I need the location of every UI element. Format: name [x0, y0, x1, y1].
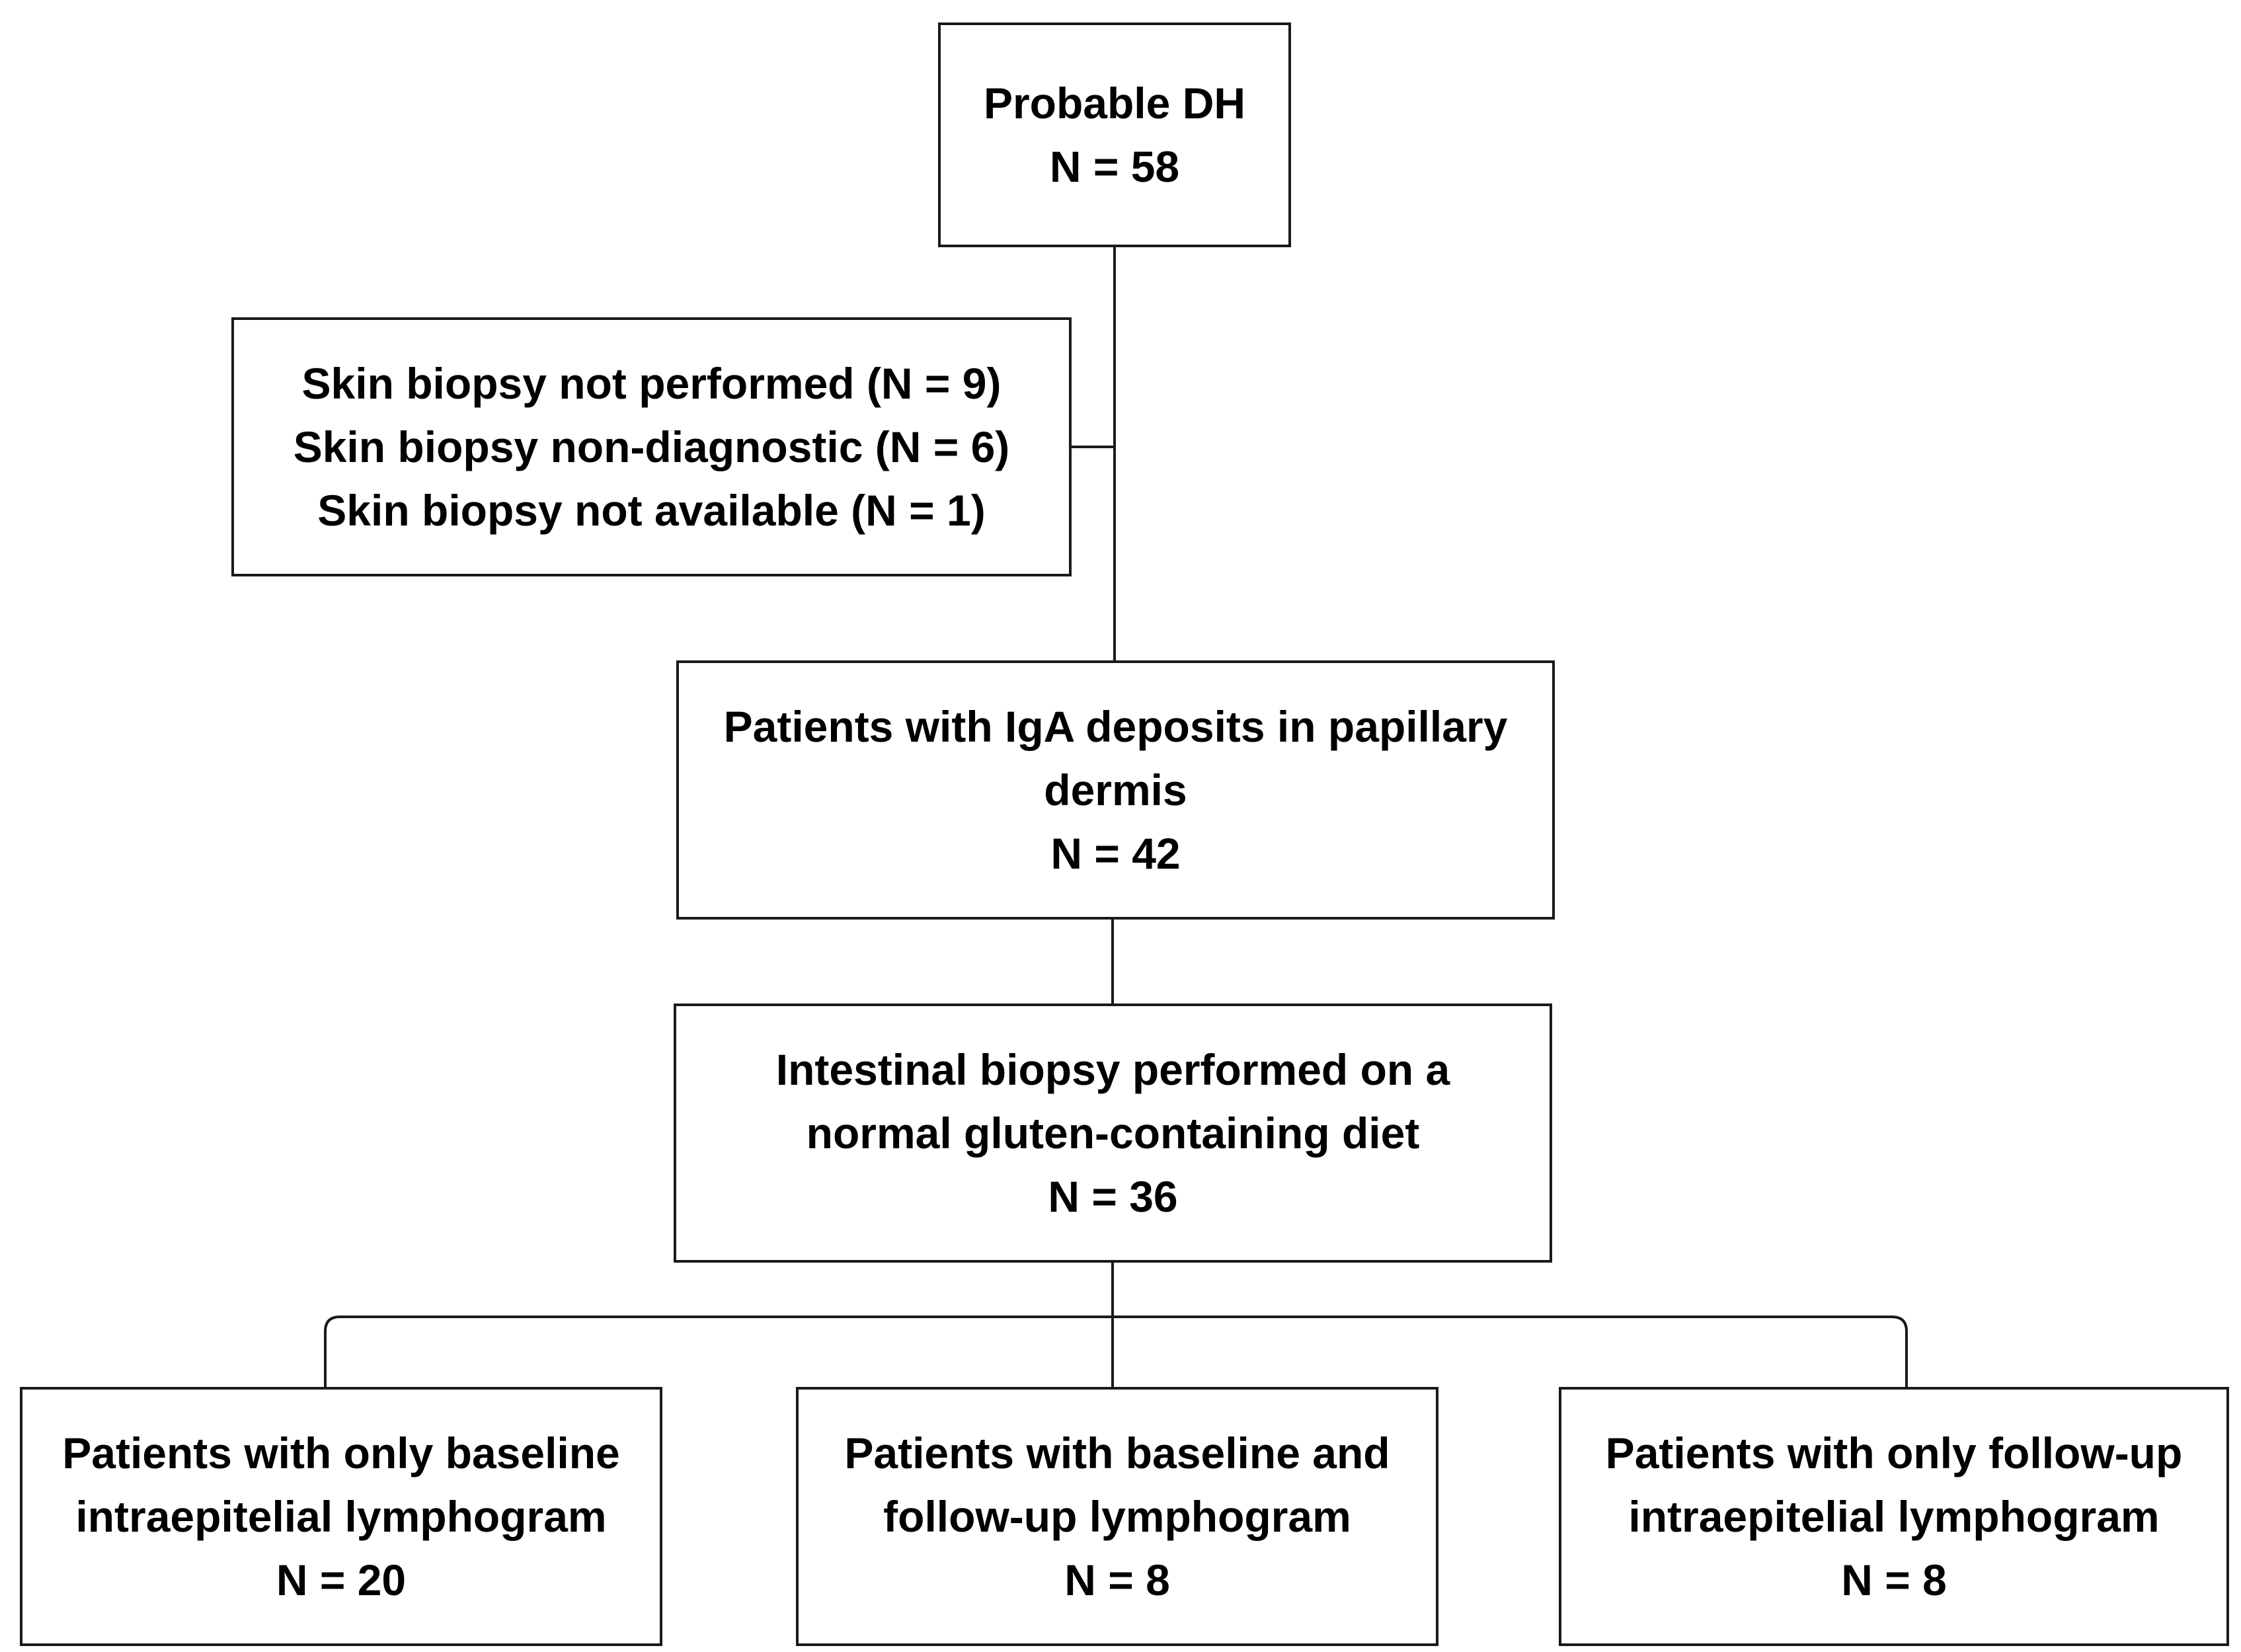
probable-dh-box: Probable DH N = 58 [938, 22, 1291, 247]
box-text-line: Intestinal biopsy performed on a [775, 1045, 1450, 1094]
box-count: N = 58 [1049, 142, 1180, 191]
baseline-only-box: Patients with only baseline intraepiteli… [20, 1387, 662, 1646]
box-text-line: Skin biopsy not available (N = 1) [317, 486, 986, 535]
box-text-line: Patients with only baseline [62, 1429, 620, 1477]
followup-only-box: Patients with only follow-up intraepitel… [1559, 1387, 2229, 1646]
box-text-line: dermis [1044, 766, 1187, 814]
box-text-line: intraepitelial lymphogram [75, 1492, 607, 1541]
box-text-line: Patients with only follow-up [1605, 1429, 2183, 1477]
box-count: N = 20 [276, 1555, 407, 1604]
box-text-line: intraepitelial lymphogram [1628, 1492, 2160, 1541]
box-count: N = 8 [1841, 1555, 1947, 1604]
intestinal-biopsy-box: Intestinal biopsy performed on a normal … [674, 1003, 1552, 1263]
box-text-line: Skin biopsy not performed (N = 9) [301, 359, 1002, 408]
box-text-line: Patients with baseline and [844, 1429, 1390, 1477]
connector-split-bar [324, 1316, 1908, 1387]
excluded-biopsy-box: Skin biopsy not performed (N = 9) Skin b… [231, 317, 1072, 576]
box-count: N = 36 [1048, 1172, 1178, 1221]
box-text-line: Skin biopsy non-diagnostic (N = 6) [293, 422, 1010, 471]
iga-deposits-box: Patients with IgA deposits in papillary … [676, 660, 1555, 920]
box-count: N = 8 [1064, 1555, 1170, 1604]
box-text-line: Probable DH [983, 79, 1246, 128]
box-text-line: follow-up lymphogram [883, 1492, 1351, 1541]
box-count: N = 42 [1050, 829, 1181, 878]
baseline-and-followup-box: Patients with baseline and follow-up lym… [796, 1387, 1438, 1646]
box-text-line: normal gluten-containing diet [806, 1109, 1420, 1158]
box-text-line: Patients with IgA deposits in papillary [723, 702, 1508, 751]
